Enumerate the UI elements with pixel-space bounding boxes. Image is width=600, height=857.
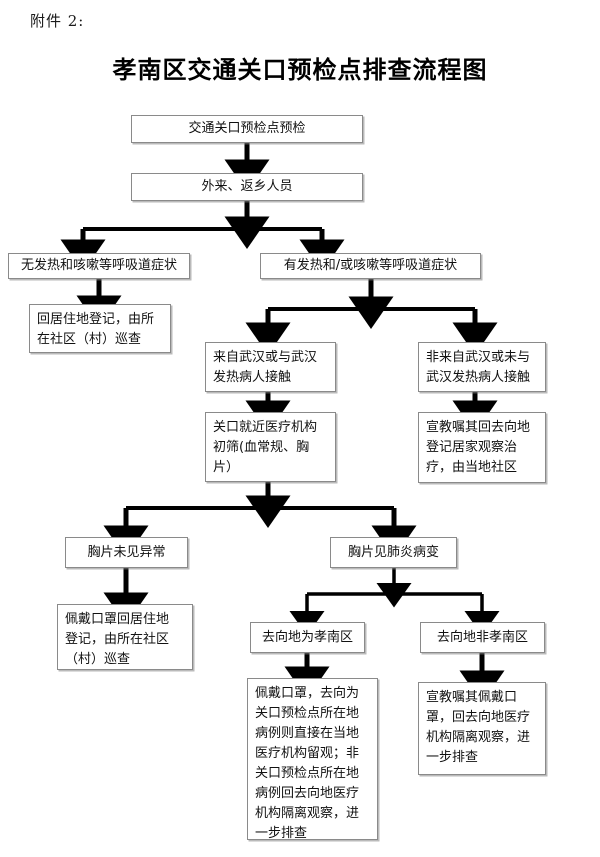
node-text: 佩戴口罩，去向为 关口预检点所在地 病例则直接在当地 医疗机构留观；非 关口预检… bbox=[255, 686, 360, 841]
node-mask-local-observation[interactable]: 佩戴口罩，去向为 关口预检点所在地 病例则直接在当地 医疗机构留观；非 关口预检… bbox=[247, 678, 378, 841]
node-text: 回居住地登记，由所 在社区（村）巡查 bbox=[37, 312, 155, 347]
node-not-from-wuhan[interactable]: 非来自武汉或未与 武汉发热病人接触 bbox=[418, 342, 546, 392]
node-entry-screening[interactable]: 交通关口预检点预检 bbox=[131, 115, 363, 143]
node-text: 佩戴口罩回居住地 登记，由所在社区 （村）巡查 bbox=[65, 612, 170, 667]
node-text: 胸片未见异常 bbox=[87, 544, 166, 560]
attachment-label: 附件 2: bbox=[30, 12, 85, 30]
node-from-wuhan-contact[interactable]: 来自武汉或与武汉 发热病人接触 bbox=[205, 342, 336, 392]
node-text: 去向地非孝南区 bbox=[436, 629, 528, 645]
node-text: 来自武汉或与武汉 发热病人接触 bbox=[213, 350, 318, 385]
node-text: 外来、返乡人员 bbox=[201, 179, 293, 194]
node-educate-mask-isolation[interactable]: 宣教嘱其佩戴口 罩，回去向地医疗 机构隔离观察，进 一步排查 bbox=[418, 682, 546, 775]
node-text: 有发热和/或咳嗽等呼吸道症状 bbox=[283, 258, 458, 273]
node-mask-return-home[interactable]: 佩戴口罩回居住地 登记，由所在社区 （村）巡查 bbox=[57, 604, 193, 670]
node-text: 无发热和咳嗽等呼吸道症状 bbox=[20, 258, 177, 273]
node-has-fever-or-cough[interactable]: 有发热和/或咳嗽等呼吸道症状 bbox=[260, 253, 481, 279]
page-title: 孝南区交通关口预检点排查流程图 bbox=[112, 56, 488, 84]
node-destination-xiaonan[interactable]: 去向地为孝南区 bbox=[250, 622, 365, 653]
node-text: 关口就近医疗机构 初筛(血常规、胸片） bbox=[213, 420, 318, 475]
node-text: 宣教嘱其回去向地 登记居家观察治 疗，由当地社区 bbox=[426, 420, 531, 475]
node-text: 宣教嘱其佩戴口 罩，回去向地医疗 机构隔离观察，进 一步排查 bbox=[426, 690, 531, 765]
node-return-home-register[interactable]: 回居住地登记，由所 在社区（村）巡查 bbox=[29, 304, 171, 353]
node-text: 交通关口预检点预检 bbox=[188, 121, 306, 136]
node-educate-home-observation[interactable]: 宣教嘱其回去向地 登记居家观察治 疗，由当地社区 bbox=[418, 412, 546, 483]
node-no-fever-no-cough[interactable]: 无发热和咳嗽等呼吸道症状 bbox=[8, 253, 190, 279]
node-chest-xray-normal[interactable]: 胸片未见异常 bbox=[65, 537, 188, 568]
node-destination-not-xiaonan[interactable]: 去向地非孝南区 bbox=[420, 622, 545, 653]
node-nearby-clinic-screening[interactable]: 关口就近医疗机构 初筛(血常规、胸片） bbox=[205, 412, 336, 482]
node-chest-xray-pneumonia[interactable]: 胸片见肺炎病变 bbox=[330, 537, 457, 568]
node-text: 胸片见肺炎病变 bbox=[347, 544, 439, 560]
node-text: 非来自武汉或未与 武汉发热病人接触 bbox=[426, 350, 531, 385]
node-inbound-returnees[interactable]: 外来、返乡人员 bbox=[131, 173, 363, 201]
node-text: 去向地为孝南区 bbox=[261, 629, 353, 645]
